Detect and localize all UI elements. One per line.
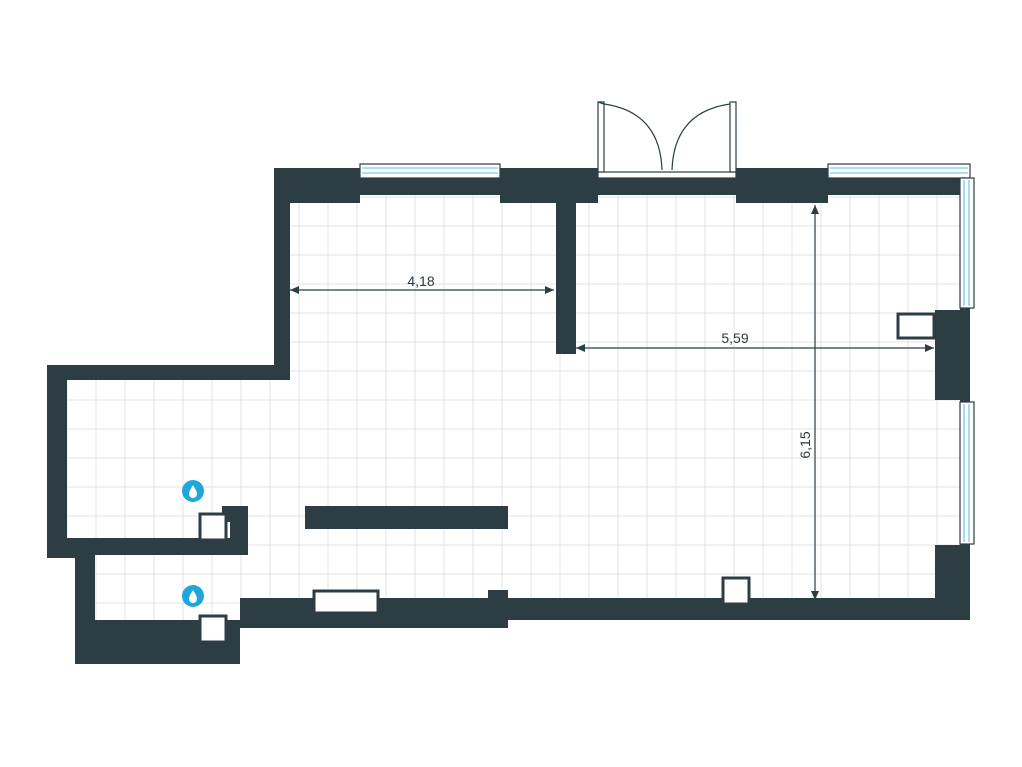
top-left-window (359, 163, 501, 179)
lower-sink-niche (198, 614, 228, 644)
dimension-label-width-left: 4,18 (407, 273, 434, 289)
dimension-width-right: 5,59 (576, 330, 934, 352)
right-lower-window (959, 401, 975, 545)
bottom-counter-niche (312, 589, 380, 615)
wall-niche-bottom (721, 576, 751, 606)
right-upper-window (959, 177, 975, 309)
dimension-width-left: 4,18 (290, 273, 554, 294)
bottom-left-wall-step (488, 590, 508, 620)
wall-niche-right (896, 312, 936, 340)
floor-area (67, 195, 960, 620)
top-right-window (827, 163, 971, 179)
upper-right-door-pier (736, 178, 828, 203)
water-drop-icon (182, 585, 204, 607)
bathroom-divider-wall (67, 506, 248, 558)
water-drop-icon (182, 480, 204, 502)
dimension-label-height-right: 6,15 (797, 431, 813, 458)
bottom-right-wall-step (508, 545, 970, 620)
dimension-label-width-right: 5,59 (721, 330, 748, 346)
right-wall-column (935, 310, 970, 400)
upper-center-pier (500, 178, 598, 203)
central-partition-wall (556, 190, 576, 354)
dimension-height-right: 6,15 (797, 205, 819, 600)
upper-sink-niche (198, 512, 228, 542)
island-counter-wall (305, 506, 508, 529)
entrance-double-door (597, 101, 737, 179)
upper-left-pier (274, 178, 360, 380)
